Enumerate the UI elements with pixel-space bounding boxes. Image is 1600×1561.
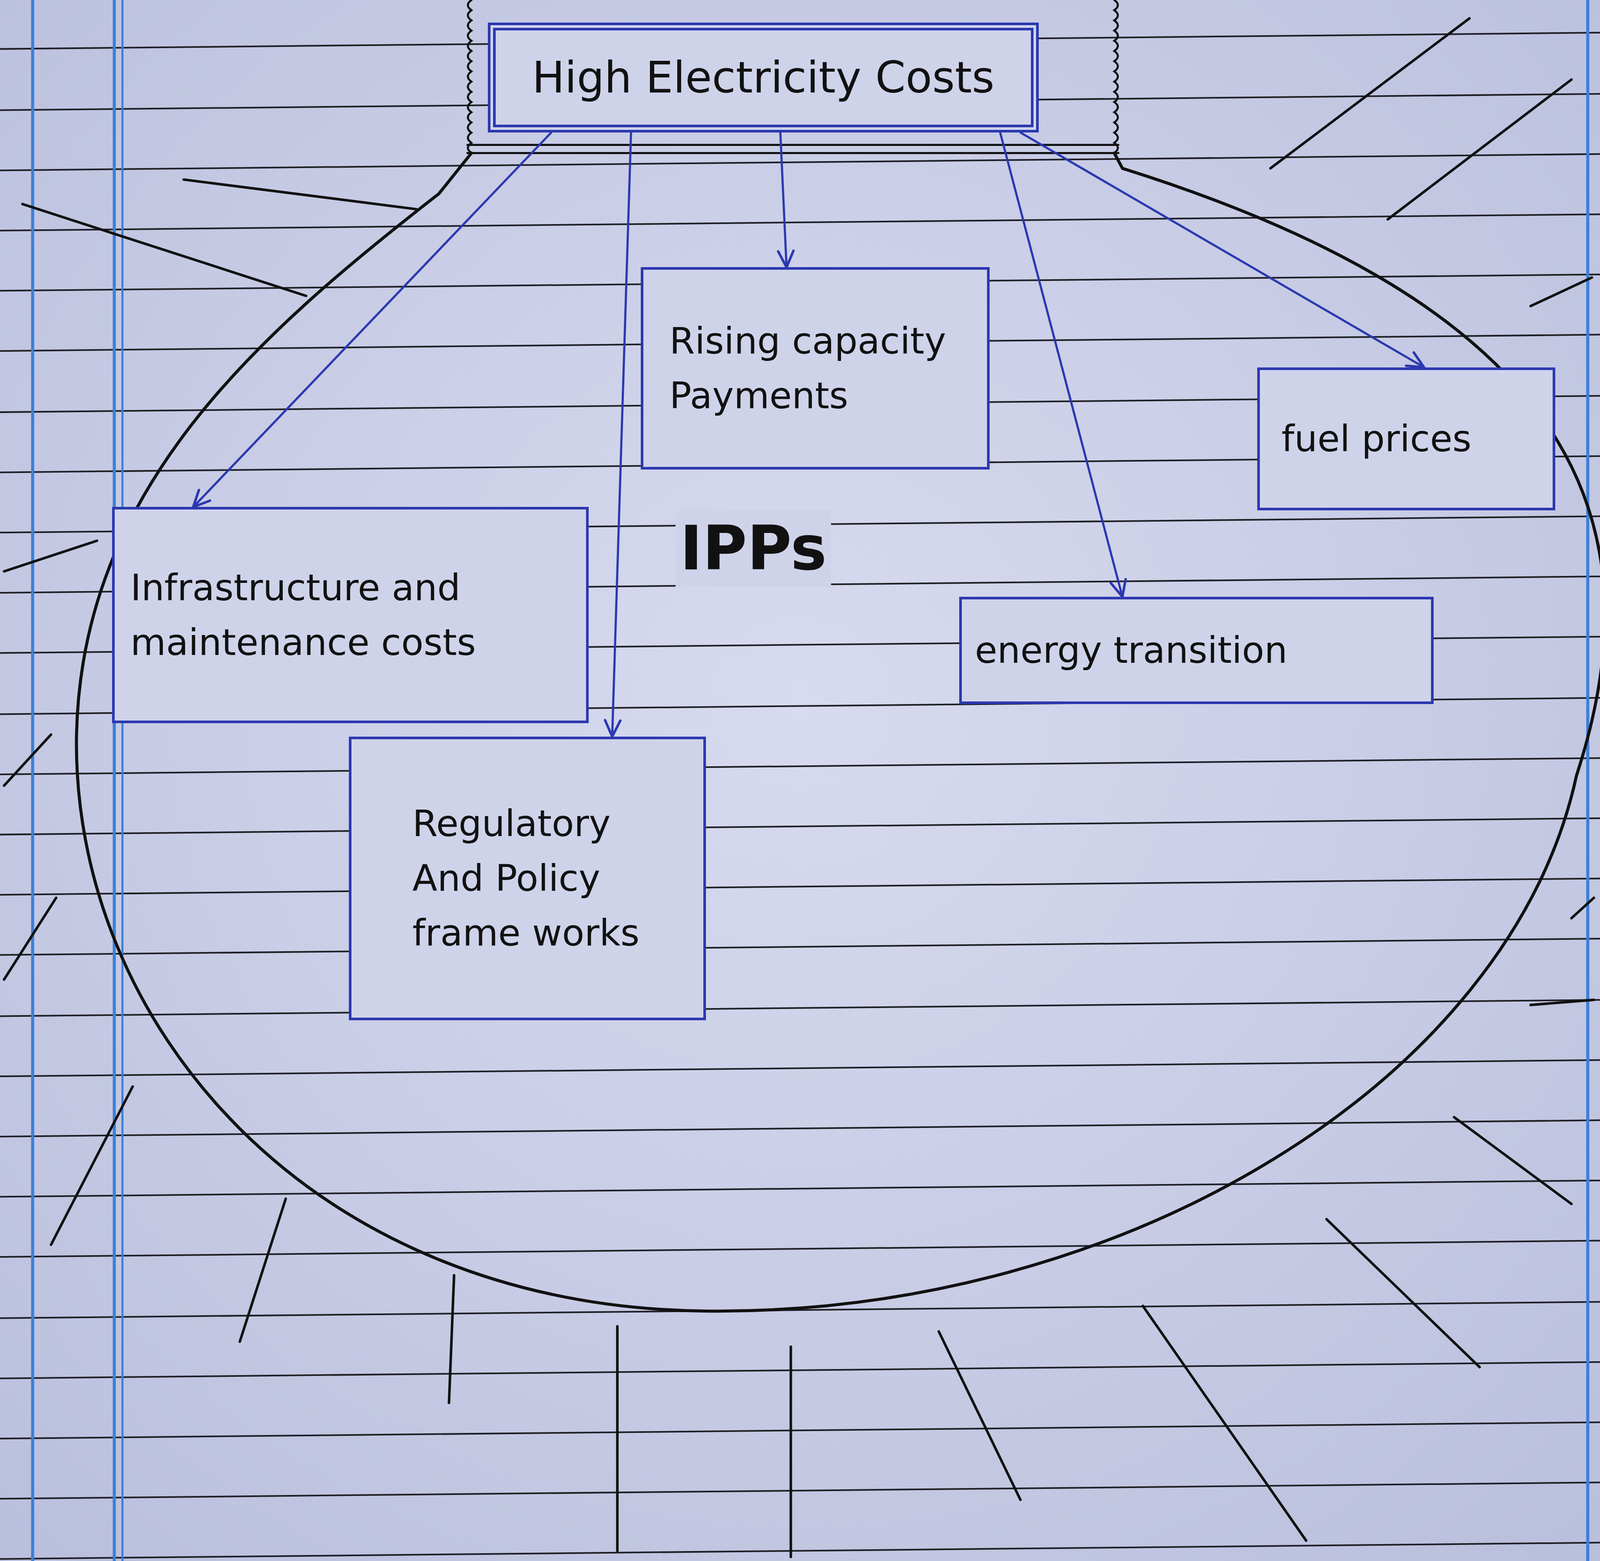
- bulb-neck-thread: [1114, 0, 1118, 153]
- ruled-line: [0, 1060, 1600, 1077]
- light-ray: [616, 1326, 619, 1552]
- margin-line: [31, 0, 35, 1561]
- light-rays: [3, 18, 1594, 1557]
- arrow-connector: [1020, 132, 1425, 368]
- ruled-line: [0, 154, 1600, 171]
- node-text: Infrastructure and maintenance costs: [130, 560, 571, 670]
- bulb-neck-thread: [467, 0, 472, 153]
- light-ray: [1270, 18, 1470, 169]
- light-ray: [1530, 1000, 1594, 1006]
- light-ray: [1571, 897, 1594, 919]
- ruled-line: [0, 1180, 1600, 1198]
- cause-box: Regulatory And Policy frame works: [348, 736, 706, 1021]
- light-ray: [1530, 277, 1592, 307]
- node-text: High Electricity Costs: [532, 45, 995, 111]
- light-ray: [1454, 1117, 1572, 1205]
- light-ray: [1387, 79, 1572, 220]
- light-ray: [938, 1331, 1021, 1501]
- bulb-outline: [76, 152, 1600, 1312]
- light-ray: [50, 1086, 133, 1246]
- bulb-neck-line: [467, 143, 1119, 146]
- ruled-line: [0, 1543, 1600, 1560]
- light-ray: [3, 897, 57, 980]
- ruled-line: [0, 818, 1600, 835]
- light-ray: [448, 1275, 454, 1404]
- ruled-line: [0, 1482, 1600, 1500]
- margin-line: [121, 0, 124, 1561]
- node-text: Regulatory And Policy frame works: [412, 796, 673, 961]
- node-text: energy transition: [974, 622, 1288, 678]
- cause-box: energy transition: [959, 596, 1434, 705]
- ruled-lines: [0, 32, 1600, 1560]
- light-ray: [1326, 1219, 1480, 1368]
- margin-lines: [32, 0, 1588, 1561]
- ruled-line: [0, 1362, 1600, 1379]
- annotation-text: IPPs: [675, 510, 832, 587]
- light-ray: [22, 204, 307, 296]
- ruled-line: [0, 1240, 1600, 1258]
- ruled-line: [0, 758, 1600, 775]
- light-ray: [1142, 1306, 1307, 1541]
- ruled-line: [0, 1000, 1600, 1017]
- ruled-line: [0, 1301, 1600, 1319]
- light-ray: [3, 540, 97, 572]
- arrow-connector: [1000, 132, 1123, 597]
- ruled-line: [0, 938, 1600, 956]
- node-text: fuel prices: [1281, 411, 1472, 467]
- cause-box: fuel prices: [1257, 367, 1556, 511]
- margin-line: [1586, 0, 1590, 1561]
- bulb-neck-line: [467, 152, 1119, 155]
- cause-box: Rising capacity Payments: [640, 267, 990, 470]
- topic-box: High Electricity Costs: [487, 22, 1039, 133]
- ruled-line: [0, 214, 1600, 231]
- arrow-connector: [612, 132, 631, 737]
- cause-box: Infrastructure and maintenance costs: [112, 506, 589, 724]
- ruled-line: [0, 878, 1600, 896]
- node-text: Rising capacity Payments: [669, 313, 973, 424]
- light-ray: [239, 1199, 286, 1342]
- lightbulb-drawing: [76, 0, 1600, 1312]
- light-ray: [183, 179, 417, 209]
- light-ray: [789, 1347, 792, 1558]
- arrow-connector: [193, 132, 552, 507]
- ruled-line: [0, 1422, 1600, 1440]
- arrow-connector: [780, 132, 787, 268]
- light-ray: [3, 734, 51, 786]
